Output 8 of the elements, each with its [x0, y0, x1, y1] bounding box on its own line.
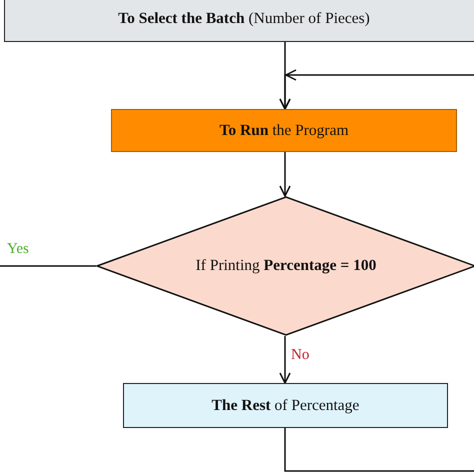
process-box [111, 109, 457, 152]
step-text: If Printing Percentage = 100 [196, 257, 376, 275]
process-box [123, 383, 448, 428]
step-text: The Rest of Percentage [212, 396, 360, 414]
process-box [4, 0, 474, 42]
step-text: To Run the Program [219, 122, 349, 140]
edge-label: No [290, 348, 310, 362]
step-text: To Select the Batch (Number of Pieces) [118, 10, 370, 28]
